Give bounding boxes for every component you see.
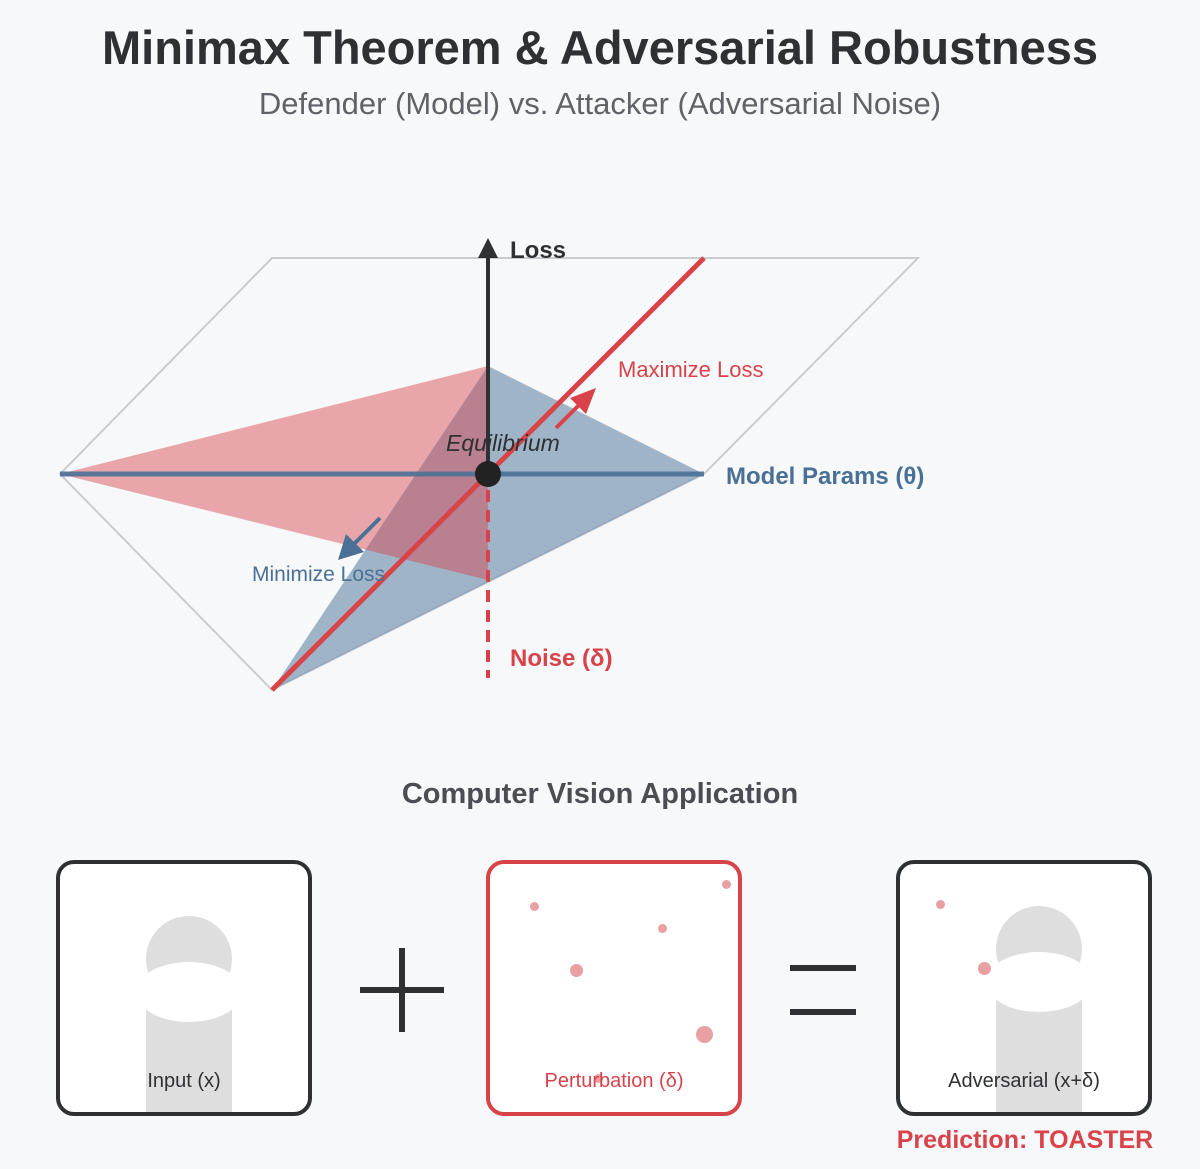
minimize-loss-label: Minimize Loss (252, 563, 385, 586)
minimax-diagram: Loss Maximize Loss Equilibrium Model Par… (58, 237, 924, 692)
equals-icon (790, 965, 856, 1015)
input-label: Input (x) (147, 1070, 221, 1092)
noise-dot (936, 900, 945, 909)
equilibrium-point (475, 461, 501, 487)
noise-dot (570, 964, 583, 977)
noise-dot (530, 902, 539, 911)
page-title: Minimax Theorem & Adversarial Robustness (102, 21, 1098, 74)
adversarial-label: Adversarial (x+δ) (948, 1070, 1100, 1092)
maximize-loss-label: Maximize Loss (618, 357, 763, 382)
noise-axis-label: Noise (δ) (510, 645, 613, 672)
minimize-arrow-icon (338, 516, 382, 560)
person-body-icon (986, 952, 1092, 1112)
page-subtitle: Defender (Model) vs. Attacker (Adversari… (258, 86, 942, 121)
noise-dot (594, 1074, 603, 1083)
noise-dot (978, 962, 991, 975)
perturbation-label: Perturbation (δ) (544, 1070, 684, 1092)
noise-dot (696, 1026, 713, 1043)
application-section-title: Computer Vision Application (401, 778, 799, 810)
equilibrium-label: Equilibrium (446, 430, 560, 456)
loss-axis-label: Loss (510, 237, 566, 264)
prediction-text: Prediction: TOASTER (896, 1126, 1154, 1154)
model-params-label: Model Params (θ) (726, 463, 924, 490)
adversarial-image-panel: Adversarial (x+δ) (896, 860, 1152, 1116)
noise-dot (722, 880, 731, 889)
input-image-panel: Input (x) (56, 860, 312, 1116)
perturbation-panel: Perturbation (δ) (486, 860, 742, 1116)
noise-dot (658, 924, 667, 933)
defender-loss-surface (272, 366, 704, 690)
maximize-arrow-icon (554, 388, 596, 430)
person-body-icon (136, 962, 242, 1112)
plus-icon (360, 948, 444, 1032)
